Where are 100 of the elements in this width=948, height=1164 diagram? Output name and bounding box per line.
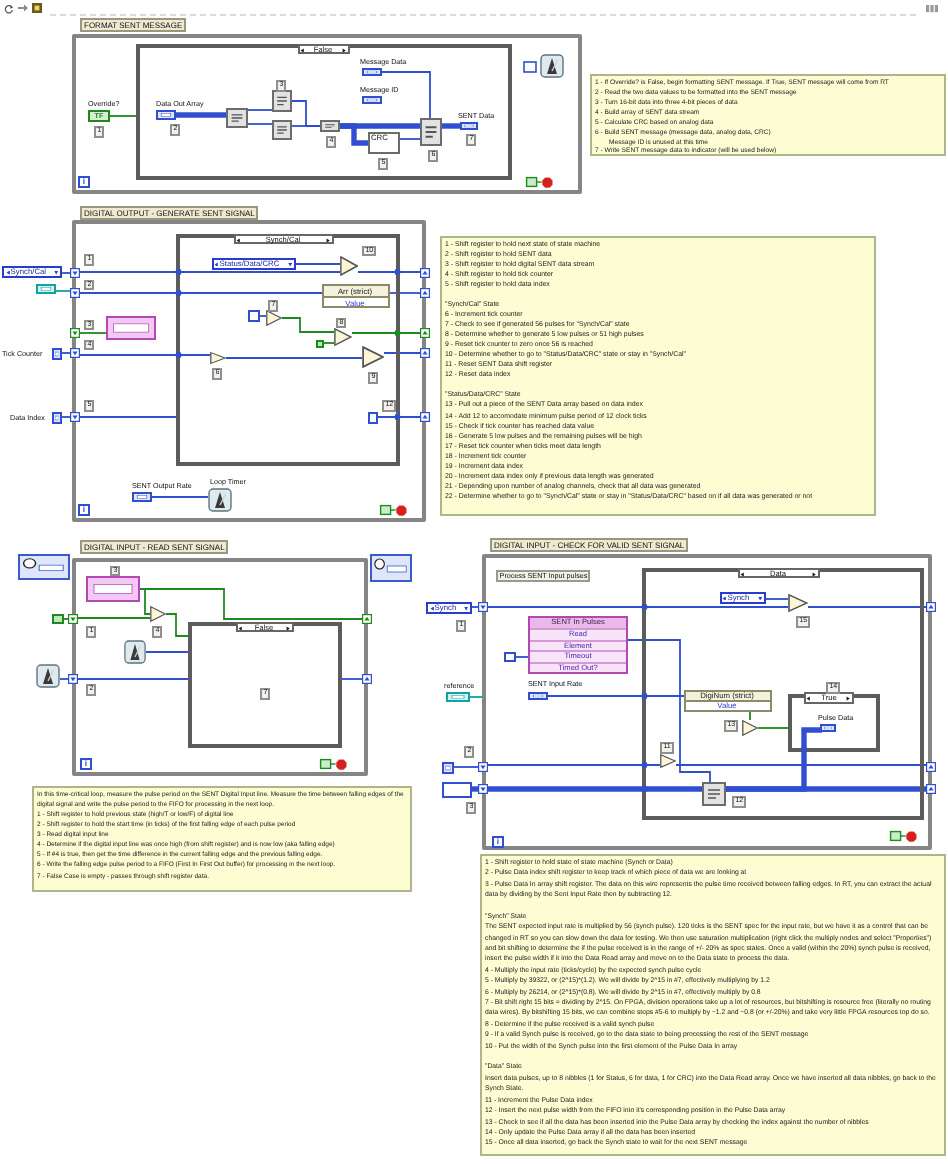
shift-register-icon [70,412,80,422]
wire [291,125,321,127]
wire [225,357,363,359]
wire [488,786,702,792]
shift-register-icon [70,348,80,358]
wire [757,727,789,729]
wire [79,416,177,418]
function-icon [271,89,291,111]
shift-register-icon [478,762,488,772]
case-structure [787,693,879,751]
terminal-icon [361,95,381,103]
wire [176,112,226,118]
terminal-icon [155,109,175,119]
wire [139,588,151,615]
wire [389,292,421,294]
wire [79,271,341,273]
select-function-icon [787,593,807,611]
comment-note [440,236,876,516]
function-icon [225,107,247,127]
compare-function-icon [265,309,281,325]
wire [77,617,151,619]
constant-icon [367,411,377,423]
shift-register-icon [926,784,936,794]
wire [59,678,69,680]
wire [377,416,421,418]
increment-function-icon [209,351,225,363]
wire [675,764,927,766]
while-loop-frame [72,220,426,522]
wire [323,342,335,344]
shift-register-icon [420,288,430,298]
wire [381,71,431,119]
io-node-icon [106,316,156,340]
shift-register-icon [362,674,372,684]
wire [547,695,685,697]
metronome-icon [208,488,232,512]
terminal-icon [820,724,836,732]
wire [627,639,711,783]
wire [109,115,137,117]
wire [357,271,421,273]
wire [453,766,479,768]
wire [63,618,69,620]
shift-register-icon [926,762,936,772]
io-node [683,689,771,711]
wire [247,123,273,125]
terminal-icon [52,412,62,424]
shift-register-icon [70,268,80,278]
shift-register-icon [362,614,372,624]
wire [399,138,421,140]
comment-note [480,854,946,1156]
wire [295,263,341,265]
wire [765,598,789,600]
wire [807,606,927,608]
constant-icon [315,339,323,347]
enum-constant [211,257,295,269]
enum-constant [2,266,62,278]
wire [471,606,479,608]
comment-note [590,74,946,156]
case-structure [176,234,400,466]
wire [61,352,71,354]
function-icon [419,117,441,145]
io-node-icon [86,576,140,602]
increment-function-icon [659,753,675,767]
metronome-icon [36,664,60,688]
select-function-icon [361,345,383,367]
enum-constant [426,602,472,614]
wire [145,651,189,653]
shift-register-icon [68,674,78,684]
wire [726,727,822,792]
terminal-icon [132,492,152,502]
while-loop-frame [72,34,582,194]
wire [79,332,107,334]
constant-icon [442,782,472,798]
while-loop-frame [72,558,368,776]
terminal-icon [528,692,548,700]
function-icon [271,119,291,139]
terminal-icon [52,348,62,360]
terminal-icon [442,762,454,774]
shift-register-icon [926,602,936,612]
terminal-icon [36,284,56,294]
shift-register-icon [70,328,80,338]
shift-register-icon [478,784,488,794]
terminal-icon [459,121,477,129]
wire [515,656,529,658]
io-node [321,283,389,307]
case-structure [188,622,342,748]
wire [151,496,209,498]
shift-register-icon [70,288,80,298]
terminal-icon [361,67,381,75]
case-structure [136,44,512,180]
metronome-icon [124,640,146,664]
wire [55,290,71,292]
compare-function-icon [150,606,166,622]
select-function-icon [333,327,351,345]
shift-register-icon [420,328,430,338]
wire [472,786,478,792]
loop-node-icon [18,554,70,580]
wire [340,123,368,146]
wire [247,109,273,111]
function-icon [701,781,725,805]
constant-icon [504,652,516,662]
